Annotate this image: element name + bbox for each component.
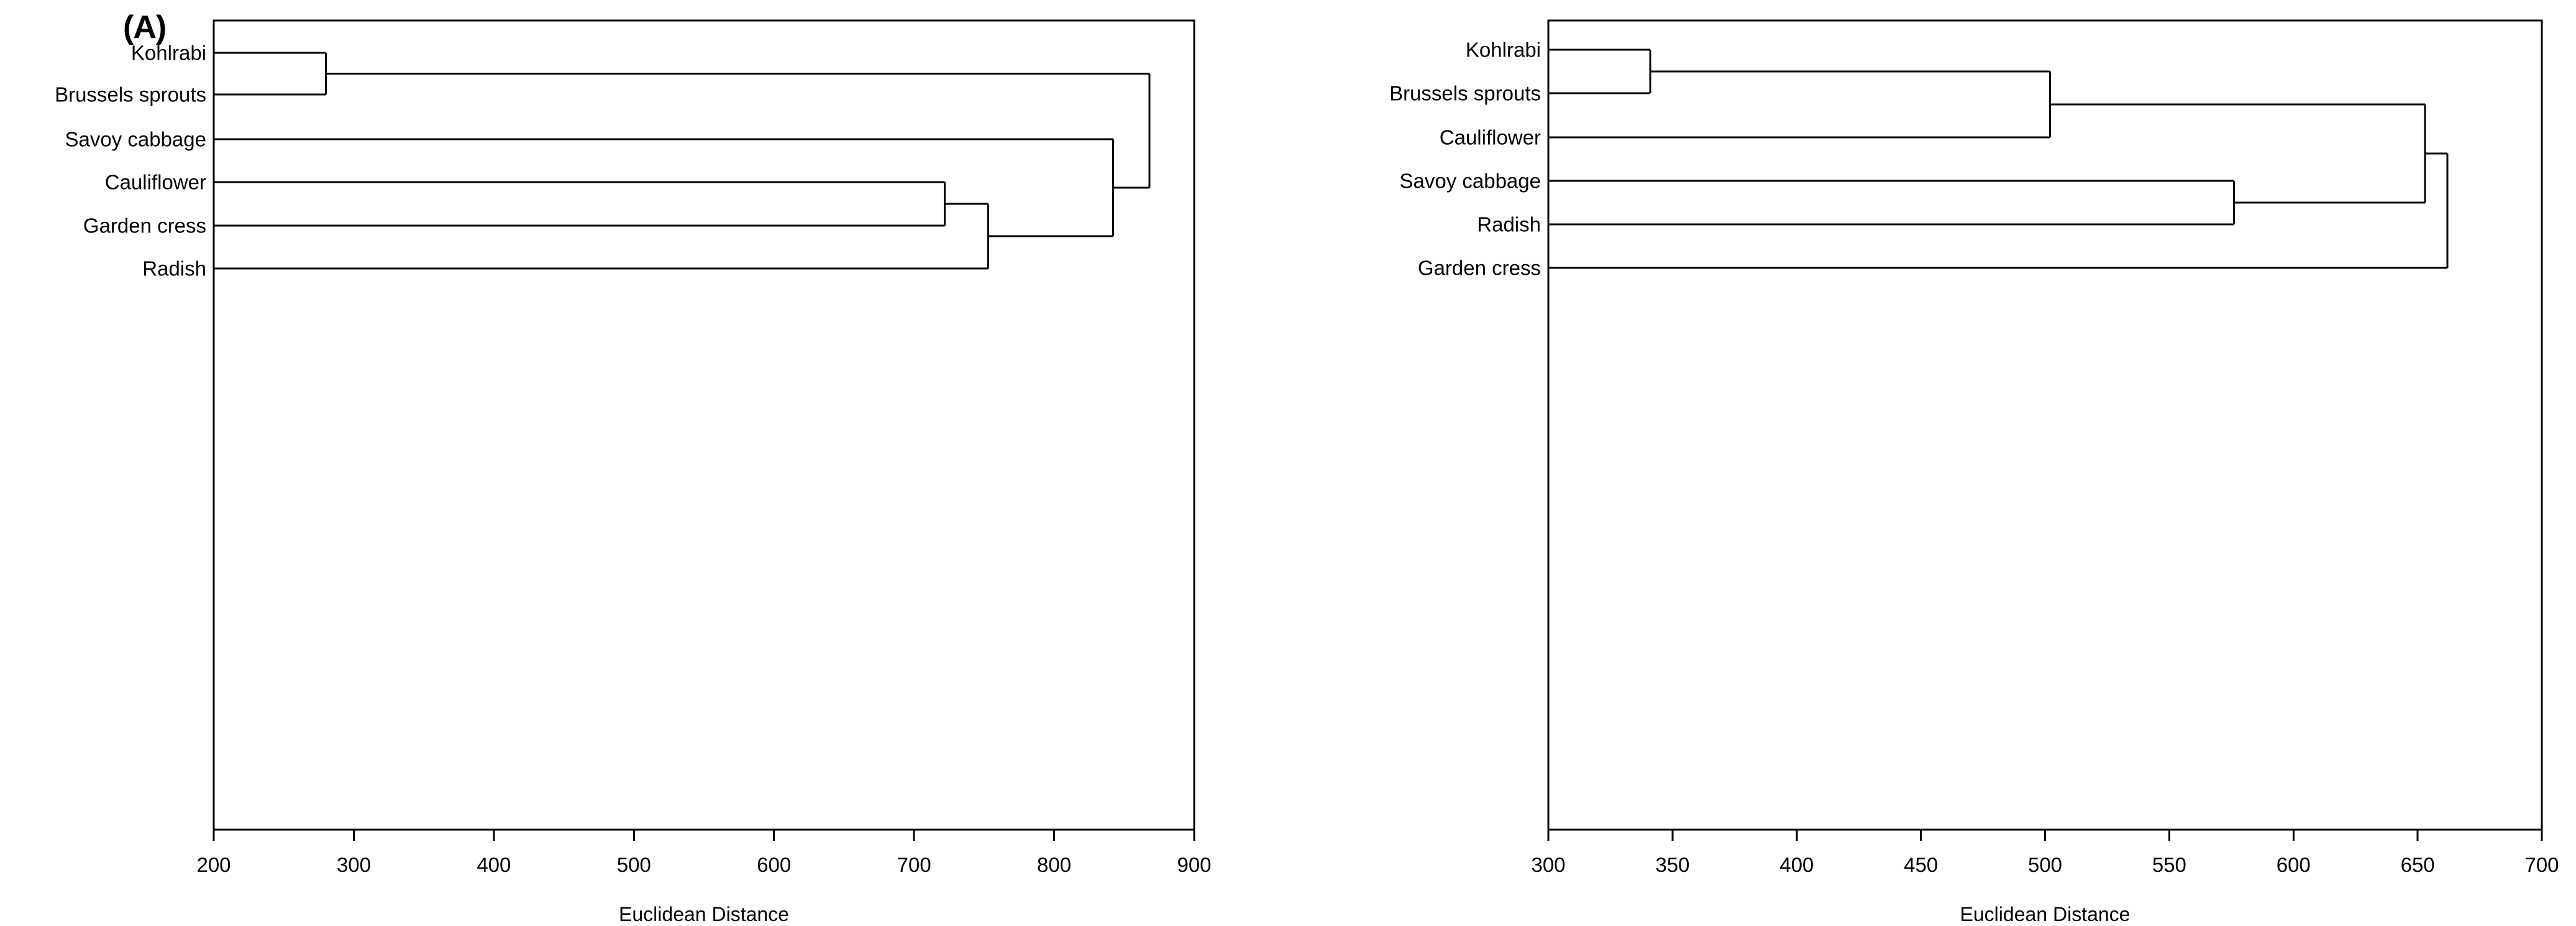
x-axis-title: Euclidean Distance bbox=[619, 903, 789, 925]
x-tick-label: 400 bbox=[477, 853, 511, 876]
x-axis-title: Euclidean Distance bbox=[1960, 903, 2131, 925]
leaf-label: Savoy cabbage bbox=[65, 127, 206, 151]
x-tick-label: 800 bbox=[1037, 853, 1072, 876]
x-tick-label: 700 bbox=[2524, 853, 2559, 876]
plot-frame bbox=[212, 19, 1195, 831]
leaf-label: Brussels sprouts bbox=[55, 83, 206, 106]
panel-a-plot bbox=[212, 19, 1195, 841]
x-tick-label: 300 bbox=[1531, 853, 1566, 876]
x-tick-label: 600 bbox=[757, 853, 792, 876]
x-tick-label: 400 bbox=[1779, 853, 1814, 876]
leaf-label: Savoy cabbage bbox=[1399, 169, 1541, 193]
leaf-label: Garden cress bbox=[83, 214, 206, 237]
leaf-label: Radish bbox=[1477, 213, 1541, 236]
leaf-label: Brussels sprouts bbox=[1389, 81, 1541, 105]
x-tick-label: 600 bbox=[2276, 853, 2311, 876]
x-tick-label: 300 bbox=[336, 853, 371, 876]
panel-a-tag: (A) bbox=[123, 9, 167, 45]
x-tick-label: 450 bbox=[1904, 853, 1939, 876]
panel-a: (A) bbox=[123, 9, 1195, 841]
x-tick-label: 900 bbox=[1177, 853, 1212, 876]
leaf-label: Garden cress bbox=[1417, 256, 1541, 280]
leaf-label: Cauliflower bbox=[104, 170, 206, 194]
x-tick-label: 200 bbox=[196, 853, 231, 876]
x-tick-label: 350 bbox=[1655, 853, 1690, 876]
x-tick-label: 650 bbox=[2400, 853, 2435, 876]
panel-b-plot bbox=[1547, 19, 2543, 841]
leaf-label: Cauliflower bbox=[1439, 126, 1541, 149]
x-tick-label: 700 bbox=[897, 853, 931, 876]
leaf-label: Radish bbox=[142, 257, 206, 280]
x-tick-label: 550 bbox=[2152, 853, 2186, 876]
leaf-label: Kohlrabi bbox=[130, 41, 206, 65]
x-tick-label: 500 bbox=[2027, 853, 2063, 876]
leaf-label: Kohlrabi bbox=[1465, 38, 1541, 62]
panel-b: (B) bbox=[1288, 0, 2576, 926]
x-tick-label: 500 bbox=[616, 853, 651, 876]
plot-frame bbox=[1547, 19, 2543, 831]
